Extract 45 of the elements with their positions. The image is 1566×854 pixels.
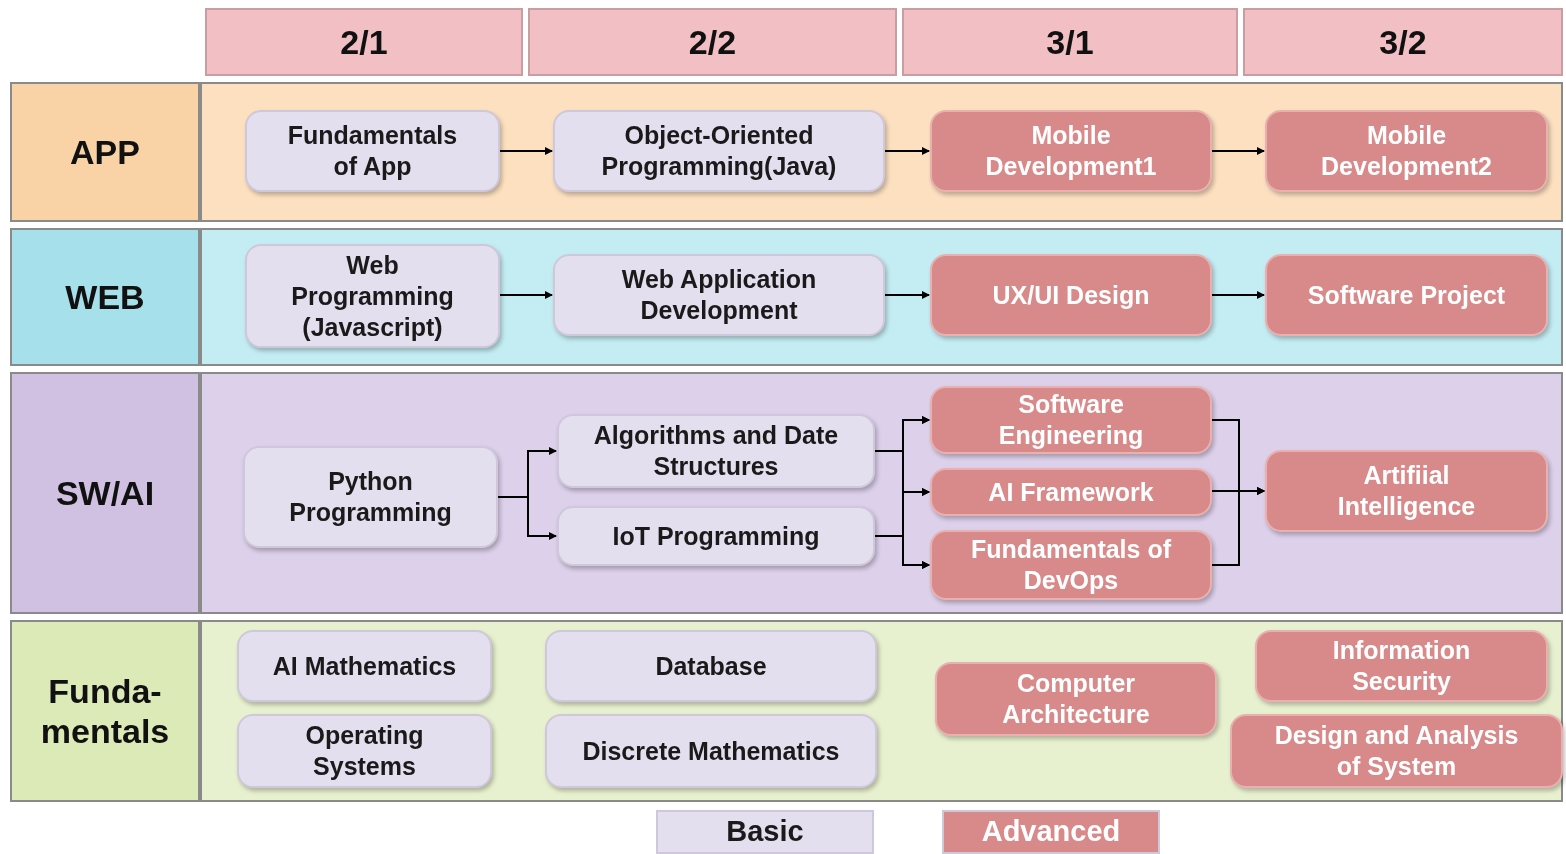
course-box: Web Application Development [553,254,885,336]
arrow [884,291,930,299]
semester-header: 2/1 [205,8,523,76]
course-box: Information Security [1255,630,1548,702]
semester-header: 2/2 [528,8,897,76]
course-box: Design and Analysis of System [1230,714,1563,788]
arrow [499,291,553,299]
arrow [1211,147,1265,155]
legend-key: Advanced [942,810,1160,854]
arrow [497,496,557,540]
row-band [10,620,1563,802]
row-label: WEB [12,230,202,364]
course-box: Object-Oriented Programming(Java) [553,110,885,192]
row-label: Funda- mentals [12,622,202,800]
course-box: Fundamentals of DevOps [930,530,1212,600]
arrow [1211,487,1265,566]
course-box: Mobile Development2 [1265,110,1548,192]
course-box: Database [545,630,877,702]
arrow [499,147,553,155]
arrow [884,147,930,155]
course-box: UX/UI Design [930,254,1212,336]
row-band [10,82,1563,222]
course-box: AI Mathematics [237,630,492,702]
legend-key: Basic [656,810,874,854]
course-box: Software Engineering [930,386,1212,454]
row-label: APP [12,84,202,220]
course-box: Discrete Mathematics [545,714,877,788]
course-box: Algorithms and Date Structures [557,414,875,488]
arrow [874,535,930,569]
row-band [10,228,1563,366]
course-box: Python Programming [243,446,498,548]
course-box: Operating Systems [237,714,492,788]
semester-header: 3/2 [1243,8,1563,76]
semester-header: 3/1 [902,8,1238,76]
course-box: Software Project [1265,254,1548,336]
course-box: Computer Architecture [935,662,1217,736]
row-label: SW/AI [12,374,202,612]
course-box: IoT Programming [557,506,875,566]
course-box: Fundamentals of App [245,110,500,192]
row-band [10,372,1563,614]
course-box: Web Programming (Javascript) [245,244,500,348]
course-box: Artifiial Intelligence [1265,450,1548,532]
course-box: AI Framework [930,468,1212,516]
course-box: Mobile Development1 [930,110,1212,192]
arrow [1211,291,1265,299]
